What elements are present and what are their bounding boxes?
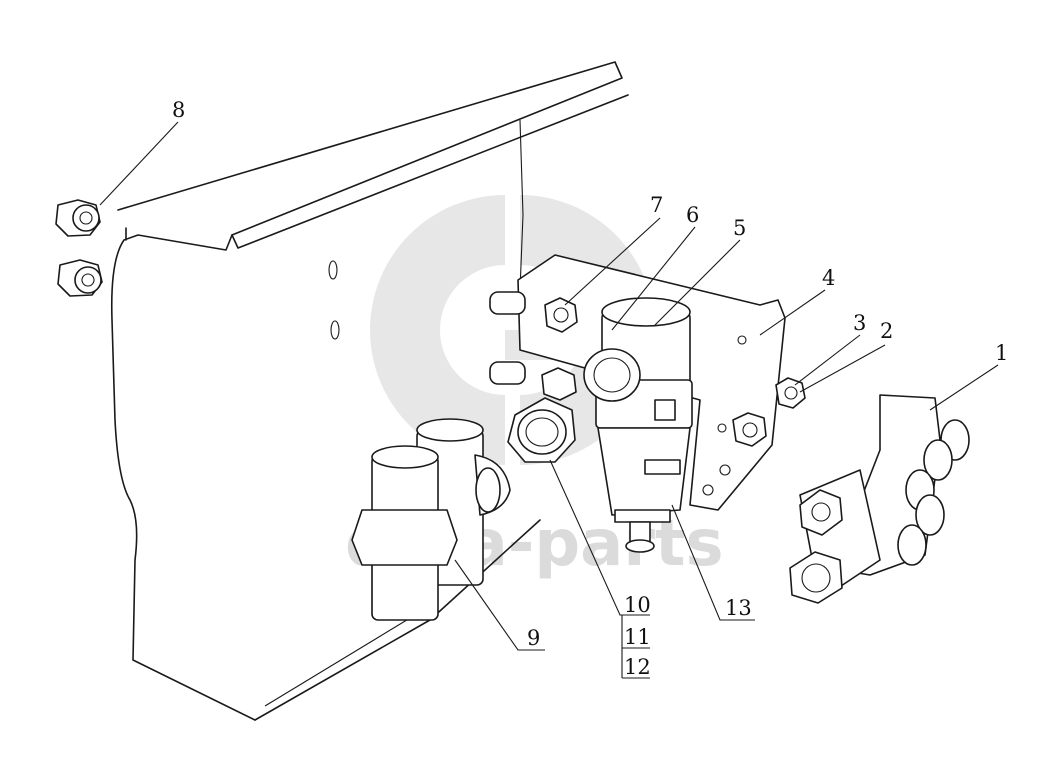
callout-12: 12 <box>624 655 651 679</box>
callout-labels: 1 2 3 4 5 6 7 8 9 10 11 12 13 <box>172 98 1008 679</box>
callout-13: 13 <box>725 596 752 620</box>
part-5-valve-body <box>583 297 693 553</box>
callout-5: 5 <box>733 216 746 240</box>
leader-lines <box>99 121 999 679</box>
callout-6: 6 <box>686 203 699 227</box>
callout-9: 9 <box>527 626 540 650</box>
part-10-hex-nut <box>507 397 576 463</box>
callout-3: 3 <box>853 311 866 335</box>
callout-11: 11 <box>624 625 651 649</box>
part-7-bolt <box>489 291 578 401</box>
callout-7: 7 <box>650 193 663 217</box>
part-8-flange-nuts <box>55 199 103 297</box>
part-1-manifold <box>789 394 970 604</box>
callout-2: 2 <box>880 319 893 343</box>
callout-4: 4 <box>822 266 835 290</box>
callout-8: 8 <box>172 98 185 122</box>
callout-1: 1 <box>995 341 1008 365</box>
callout-10: 10 <box>624 593 651 617</box>
mounting-frame <box>110 61 629 721</box>
part-2-3-small-nuts <box>732 377 806 447</box>
part-9-tee-fitting <box>351 418 511 621</box>
